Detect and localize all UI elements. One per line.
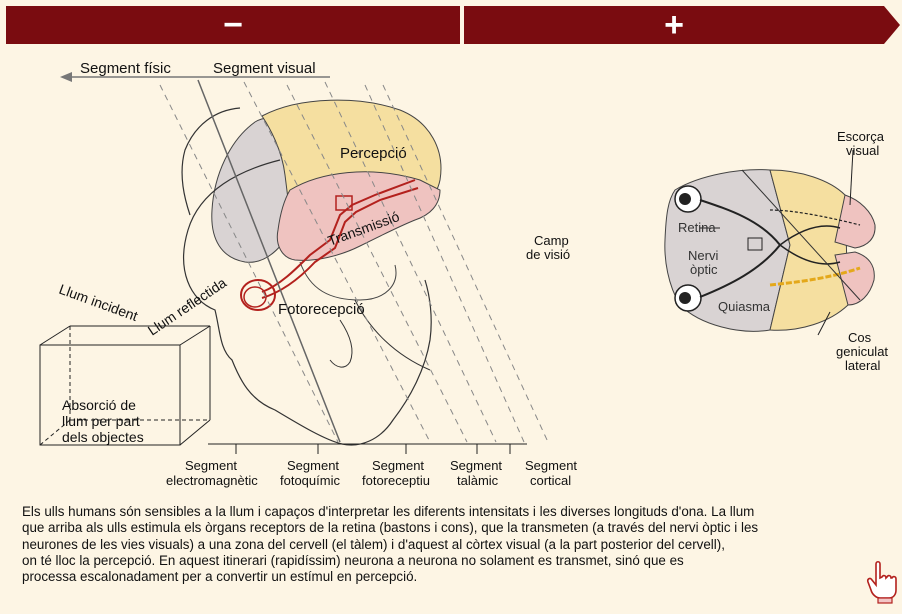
description-line: que arriba als ulls estimula els òrgans … <box>22 520 902 536</box>
description-line: Els ulls humans són sensibles a la llum … <box>22 504 902 520</box>
escorca-label-2: visual <box>846 143 879 158</box>
description-text: Els ulls humans són sensibles a la llum … <box>22 504 902 585</box>
svg-text:cortical: cortical <box>530 473 571 488</box>
quiasma-label: Quiasma <box>718 299 771 314</box>
description-line: on té lloc la percepció. En aquest itine… <box>22 553 902 569</box>
brain-pink-region <box>277 172 440 261</box>
segment-photochemical-label: Segment <box>287 458 339 473</box>
description-line: neurones de les vies visuals) a una zona… <box>22 537 902 553</box>
segment-photoreceptive-label: Segment <box>372 458 424 473</box>
next-button[interactable]: + <box>464 6 884 44</box>
visual-pathway-diagram: Segment físic Segment visual Percepció T… <box>0 44 902 494</box>
cos-label-3: lateral <box>845 358 881 373</box>
svg-text:electromagnètic: electromagnètic <box>166 473 258 488</box>
nervi-label-2: òptic <box>690 262 718 277</box>
segment-fisic-label: Segment físic <box>80 60 171 77</box>
segment-visual-label: Segment visual <box>213 60 316 77</box>
absorcio-label-3: dels objectes <box>62 429 144 445</box>
minus-icon: − <box>223 8 243 42</box>
previous-button[interactable]: − <box>6 6 460 44</box>
svg-text:fotoreceptiu: fotoreceptiu <box>362 473 430 488</box>
retina-label: Retina <box>678 220 716 235</box>
segment-electromagnetic-label: Segment <box>185 458 237 473</box>
fotorecepcio-label: Fotorecepció <box>278 301 365 318</box>
plus-icon: + <box>664 8 684 42</box>
cos-label-2: geniculat <box>836 344 888 359</box>
camp-label-2: de visió <box>526 247 570 262</box>
escorca-label-1: Escorça <box>837 129 885 144</box>
top-navigation-bar: − + <box>0 0 902 44</box>
svg-text:fotoquímic: fotoquímic <box>280 473 340 488</box>
cos-label-1: Cos <box>848 330 872 345</box>
llum-incident-label: Llum incident <box>57 281 140 324</box>
hand-pointer-icon[interactable] <box>866 560 898 604</box>
segment-brackets <box>208 444 527 454</box>
absorcio-label-2: llum per part <box>62 413 140 429</box>
absorcio-label-1: Absorció de <box>62 397 136 413</box>
segment-thalamic-label: Segment <box>450 458 502 473</box>
llum-reflectida-label: Llum reflectida <box>145 274 230 338</box>
next-bar-arrow <box>884 6 900 44</box>
percepcio-label: Percepció <box>340 145 407 162</box>
description-line: processa escalonadament per a convertir … <box>22 569 902 585</box>
nervi-label-1: Nervi <box>688 248 718 263</box>
brain-stem <box>300 262 396 300</box>
svg-text:talàmic: talàmic <box>457 473 499 488</box>
segment-cortical-label: Segment <box>525 458 577 473</box>
camp-label-1: Camp <box>534 233 569 248</box>
